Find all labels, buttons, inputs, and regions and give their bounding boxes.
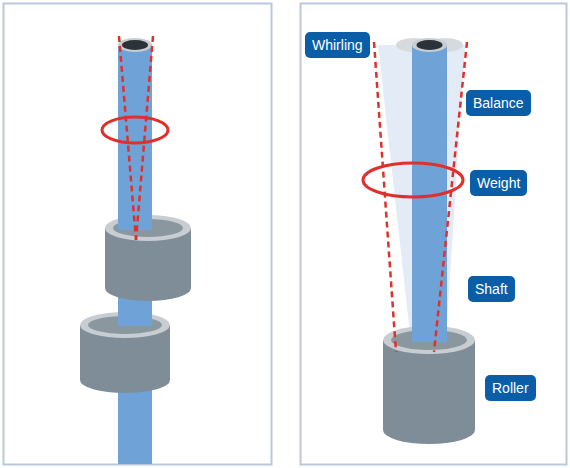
label-tag: Roller bbox=[485, 375, 536, 401]
shaft bbox=[118, 45, 152, 230]
whirl-cone bbox=[378, 45, 465, 352]
shaft-end bbox=[122, 40, 148, 50]
roller bbox=[383, 326, 475, 444]
label-tag: Balance bbox=[466, 90, 531, 116]
part-label: Shaft bbox=[475, 281, 508, 297]
shaft-end bbox=[118, 38, 152, 52]
panel bbox=[301, 4, 567, 465]
part-label: Whirling bbox=[312, 37, 363, 53]
shaft-end bbox=[412, 38, 447, 52]
part-label: Weight bbox=[477, 175, 520, 191]
panel bbox=[4, 4, 272, 465]
weight-ring bbox=[363, 163, 463, 197]
label-tag: Shaft bbox=[468, 276, 515, 302]
whirl-line bbox=[434, 42, 467, 352]
part-label: Roller bbox=[492, 380, 529, 396]
shaft-end bbox=[417, 40, 443, 50]
whirl-line bbox=[119, 36, 136, 240]
label-tag: Whirling bbox=[305, 32, 370, 58]
weight-ring bbox=[102, 117, 168, 143]
label-tag: Weight bbox=[470, 170, 527, 196]
whirl-line bbox=[136, 36, 153, 240]
part-label: Balance bbox=[473, 95, 524, 111]
